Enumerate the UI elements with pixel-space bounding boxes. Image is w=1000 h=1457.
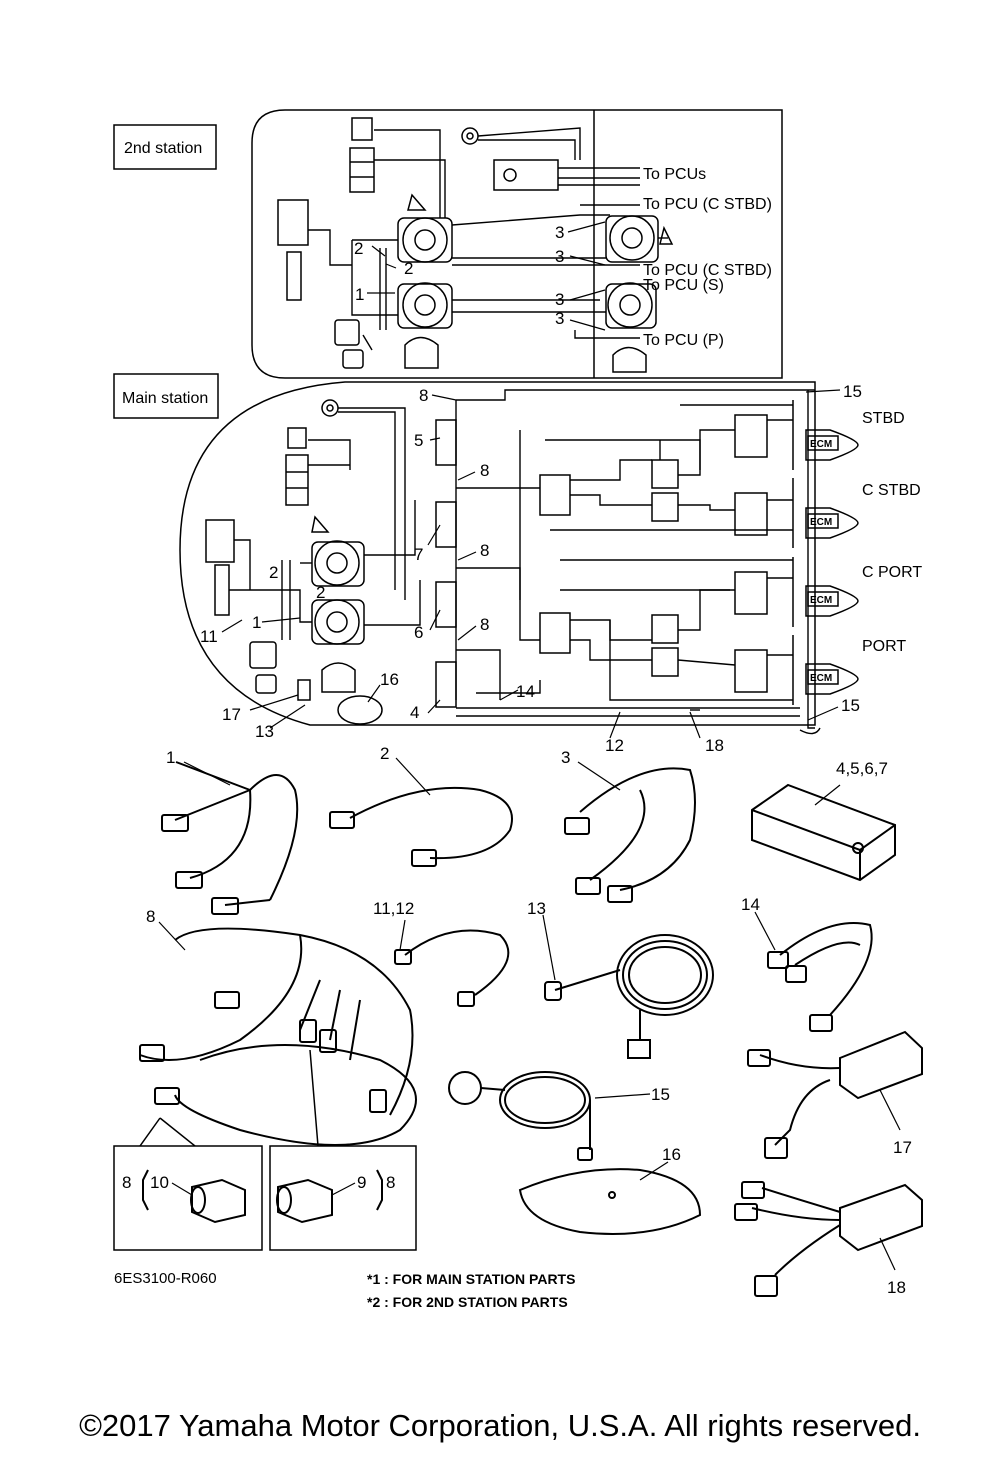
callout: 17	[893, 1138, 912, 1157]
detail-box-left	[113, 1145, 263, 1251]
callout: 8	[480, 615, 489, 634]
callout: 2	[316, 583, 325, 602]
callout: 3	[555, 290, 564, 309]
pcu-label-c-stbd-1: To PCU (C STBD)	[643, 196, 772, 213]
callout: 6	[414, 623, 423, 642]
callout: 8	[146, 907, 155, 926]
callout: 12	[605, 736, 624, 755]
ecm-label-c-port: ECM	[810, 595, 832, 606]
callout: 3	[561, 748, 570, 767]
copyright-notice: ©2017 Yamaha Motor Corporation, U.S.A. A…	[79, 1408, 921, 1443]
callout: 11,12	[373, 899, 414, 918]
callout: 3	[555, 223, 564, 242]
engine-label-port: PORT	[862, 638, 906, 655]
callout: 4,5,6,7	[836, 759, 888, 778]
callout: 2	[380, 744, 389, 763]
callout: 1	[355, 285, 364, 304]
part-2-harness	[329, 787, 513, 867]
pcu-label-c-stbd-2: To PCU (C STBD)	[643, 262, 772, 279]
part-14-harness	[767, 922, 873, 1032]
callout: 1	[252, 613, 261, 632]
wiring-diagram: 2nd station Main station To PCUs To PCU …	[113, 109, 923, 1310]
part-16-cover	[518, 1168, 702, 1235]
parts-4-5-6-7-module	[751, 783, 896, 882]
callout: 15	[843, 382, 862, 401]
second-station-outline	[251, 109, 783, 379]
ecm-label-port: ECM	[810, 673, 832, 684]
part-13-cable	[544, 934, 714, 1059]
part-15-sensor-cable	[448, 1071, 593, 1161]
detail-box-right	[269, 1145, 417, 1251]
callout: 2	[404, 259, 413, 278]
callout: 13	[255, 722, 274, 741]
engine-label-c-port: C PORT	[862, 564, 922, 581]
main-station-harness	[229, 389, 821, 735]
ecm-label-stbd: ECM	[810, 439, 832, 450]
callout: 16	[380, 670, 399, 689]
part-11-12-cable	[394, 929, 510, 1007]
callout: 14	[741, 895, 760, 914]
callout: 11	[200, 627, 218, 646]
callout: 5	[414, 431, 423, 450]
callout: 13	[527, 899, 546, 918]
callout: 14	[516, 682, 535, 701]
part-1-harness	[161, 761, 299, 915]
engine-label-c-stbd: C STBD	[862, 482, 921, 499]
callout: 18	[887, 1278, 906, 1297]
part-8-main-harness	[139, 927, 417, 1146]
callout: 9	[357, 1173, 366, 1192]
note-2nd-station: *2 : FOR 2ND STATION PARTS	[367, 1294, 568, 1310]
main-station-outline	[179, 381, 816, 726]
callout: 10	[150, 1173, 169, 1192]
pcu-label-pcus: To PCUs	[643, 166, 706, 183]
second-station-label-box	[113, 124, 217, 170]
callout: 3	[555, 247, 564, 266]
callout: 15	[651, 1085, 670, 1104]
callout: 17	[222, 705, 241, 724]
engine-label-stbd: STBD	[862, 410, 905, 427]
callout: 1	[166, 748, 175, 767]
callout: 16	[662, 1145, 681, 1164]
pcu-label-p: To PCU (P)	[643, 332, 724, 349]
main-station-label-box	[113, 373, 219, 419]
second-station-label: 2nd station	[124, 140, 202, 157]
callout: 2	[269, 563, 278, 582]
part-3-harness	[564, 767, 696, 903]
callout: 8	[386, 1173, 395, 1192]
callout: 8	[480, 461, 489, 480]
callout-leader-lines	[158, 221, 901, 1271]
detail-connectors	[142, 1169, 383, 1224]
callout: 3	[555, 309, 564, 328]
main-station-components	[205, 399, 859, 725]
callout: 18	[705, 736, 724, 755]
callout: 8	[419, 386, 428, 405]
callout: 8	[480, 541, 489, 560]
callout: 15	[841, 696, 860, 715]
ecm-label-c-stbd: ECM	[810, 517, 832, 528]
part-18-resistor	[734, 1181, 923, 1297]
note-main-station: *1 : FOR MAIN STATION PARTS	[367, 1271, 575, 1287]
part-17-resistor	[747, 1030, 923, 1159]
second-station-harness	[308, 127, 668, 351]
drawing-code: 6ES3100-R060	[114, 1270, 217, 1287]
pcu-label-s: To PCU (S)	[643, 277, 724, 294]
second-station-components	[277, 117, 674, 373]
main-station-label: Main station	[122, 390, 208, 407]
callout: 8	[122, 1173, 131, 1192]
callout: 7	[414, 545, 423, 564]
callout: 4	[410, 703, 419, 722]
callout: 2	[354, 239, 363, 258]
